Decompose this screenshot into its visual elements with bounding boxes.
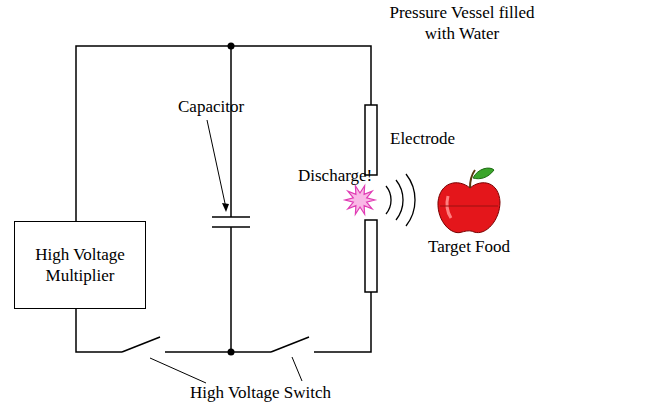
part-label: Electrode: [390, 128, 455, 149]
vessel-title: Pressure Vessel filled with Water: [387, 2, 537, 44]
switch-blade: [271, 337, 309, 352]
vessel-circle: [272, 31, 646, 405]
multiplier-box: High Voltage Multiplier: [14, 221, 146, 309]
wire: [230, 46, 232, 217]
wire: [76, 309, 122, 352]
electrode: [365, 105, 377, 175]
event-label: Discharge!: [298, 165, 372, 186]
leader-head: [222, 203, 229, 212]
wire: [165, 351, 271, 353]
leader-line: [292, 357, 302, 381]
component-label: Capacitor: [178, 96, 244, 117]
pressure-vessel: Pressure Vessel filled with WaterElectro…: [271, 0, 647, 408]
switch-blade: [122, 337, 160, 352]
wire: [314, 292, 371, 352]
vessel-outline: [271, 30, 647, 406]
apple: [438, 168, 500, 233]
discharge-spark: [345, 186, 375, 215]
wire: [370, 53, 372, 105]
leader-line: [150, 358, 206, 383]
part-label: Target Food: [428, 236, 510, 257]
component-label: High Voltage Switch: [190, 382, 331, 403]
electrode: [365, 220, 377, 292]
capacitor-plate: [212, 216, 250, 218]
node-text: High Voltage Multiplier: [22, 244, 138, 286]
leader-line: [207, 120, 226, 208]
junction-dot: [228, 349, 235, 356]
wire-connector: [76, 46, 371, 221]
wire: [230, 227, 232, 352]
shock-waves: [386, 174, 415, 226]
